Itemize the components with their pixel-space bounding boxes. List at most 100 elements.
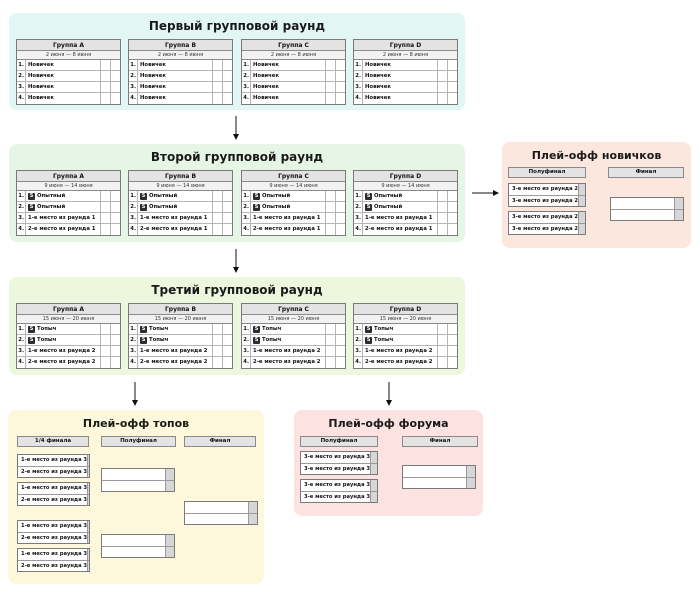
match-slot: 3-е место из раунда 3 xyxy=(301,463,377,474)
skill-badge-icon: S xyxy=(365,336,372,344)
row-place: 1. xyxy=(355,191,363,201)
group-name: Группа D xyxy=(354,171,457,182)
score-cell xyxy=(110,191,120,201)
row-participant: Новичек xyxy=(26,93,100,104)
match-slot: 1-е место из раунда 3 xyxy=(18,549,89,560)
slot-score xyxy=(87,495,89,505)
match-slot: 2-е место из раунда 3 xyxy=(18,560,89,571)
top-final-match xyxy=(184,501,258,525)
row-place: 3. xyxy=(130,346,138,356)
score-cell xyxy=(212,71,222,81)
score-cell xyxy=(325,82,335,92)
skill-badge-icon: S xyxy=(28,336,35,344)
row-name: Опытный xyxy=(149,203,178,210)
group-name: Группа B xyxy=(129,304,232,315)
score-cell xyxy=(437,335,447,345)
row-place: 3. xyxy=(18,82,26,92)
score-cell xyxy=(222,324,232,334)
row-name: Опытный xyxy=(374,203,403,210)
group-dates: 15 июня — 20 июня xyxy=(17,315,120,324)
score-cell xyxy=(110,224,120,235)
row-participant: 2-е место из раунда 2 xyxy=(138,357,212,368)
group-row: 3.1-е место из раунда 2 xyxy=(129,346,232,357)
group-row: 3.Новичек xyxy=(354,82,457,93)
row-place: 2. xyxy=(130,335,138,345)
match-slot: 3-е место из раунда 3 xyxy=(301,491,377,502)
score-cell xyxy=(222,335,232,345)
group-row: 3.1-е место из раунда 1 xyxy=(354,213,457,224)
slot-participant xyxy=(403,466,466,477)
row-place: 1. xyxy=(130,60,138,70)
row-place: 3. xyxy=(355,346,363,356)
score-cell xyxy=(325,71,335,81)
group-dates: 15 июня — 20 июня xyxy=(354,315,457,324)
match-slot: 1-е место из раунда 3 xyxy=(18,455,89,466)
row-name: Опытный xyxy=(37,192,66,199)
row-place: 2. xyxy=(355,71,363,81)
score-cell xyxy=(335,93,345,104)
group-dates: 9 июня — 14 июня xyxy=(129,182,232,191)
score-cell xyxy=(222,191,232,201)
top-quarterfinal-match: 1-е место из раунда 3 2-е место из раунда… xyxy=(17,454,90,478)
playoff-forum-title: Плей-офф форума xyxy=(328,417,449,430)
row-participant: 1-е место из раунда 1 xyxy=(363,213,437,223)
row-participant: 1-е место из раунда 2 xyxy=(26,346,100,356)
score-cell xyxy=(325,60,335,70)
row-name: Новичек xyxy=(140,72,166,79)
top-semifinal-match xyxy=(101,468,175,492)
slot-participant: 1-е место из раунда 3 xyxy=(21,523,88,529)
row-name: Новичек xyxy=(365,61,391,68)
novice-col-semifinal: Полуфинал xyxy=(508,167,586,178)
group-row: 4.2-е место из раунда 1 xyxy=(17,224,120,235)
group-row: 1.Новичек xyxy=(17,60,120,71)
top-col-final: Финал xyxy=(184,436,256,447)
score-cell xyxy=(222,213,232,223)
skill-badge-icon: S xyxy=(140,336,147,344)
slot-participant xyxy=(185,514,248,524)
row-name: Новичек xyxy=(28,95,54,101)
match-slot xyxy=(185,502,257,513)
group-name: Группа C xyxy=(242,40,345,51)
score-cell xyxy=(335,346,345,356)
row-place: 3. xyxy=(243,213,251,223)
slot-score xyxy=(370,452,377,463)
row-place: 4. xyxy=(354,93,363,104)
row-participant: Новичек xyxy=(363,82,437,92)
group-row: 2.Новичек xyxy=(129,71,232,82)
group-row: 2.Новичек xyxy=(17,71,120,82)
slot-participant xyxy=(102,547,165,557)
row-name: Топыч xyxy=(374,325,394,332)
row-place: 4. xyxy=(242,224,251,235)
row-name: Опытный xyxy=(149,192,178,199)
score-cell xyxy=(100,202,110,212)
score-cell xyxy=(335,324,345,334)
row-participant: Новичек xyxy=(251,82,325,92)
slot-score xyxy=(578,224,585,234)
group-row: 4.2-е место из раунда 1 xyxy=(354,224,457,235)
row-place: 3. xyxy=(243,346,251,356)
score-cell xyxy=(100,71,110,81)
row-place: 4. xyxy=(354,224,363,235)
score-cell xyxy=(222,357,232,368)
group-row: 4.2-е место из раунда 2 xyxy=(354,357,457,368)
group-name: Группа C xyxy=(242,304,345,315)
score-cell xyxy=(100,335,110,345)
score-cell xyxy=(222,82,232,92)
group-row: 4.2-е место из раунда 1 xyxy=(129,224,232,235)
row-participant: 2-е место из раунда 1 xyxy=(363,224,437,235)
row-participant: Новичек xyxy=(251,71,325,81)
row-name: Топыч xyxy=(149,325,169,332)
score-cell xyxy=(447,224,457,235)
slot-participant: 2-е место из раунда 3 xyxy=(21,469,88,475)
